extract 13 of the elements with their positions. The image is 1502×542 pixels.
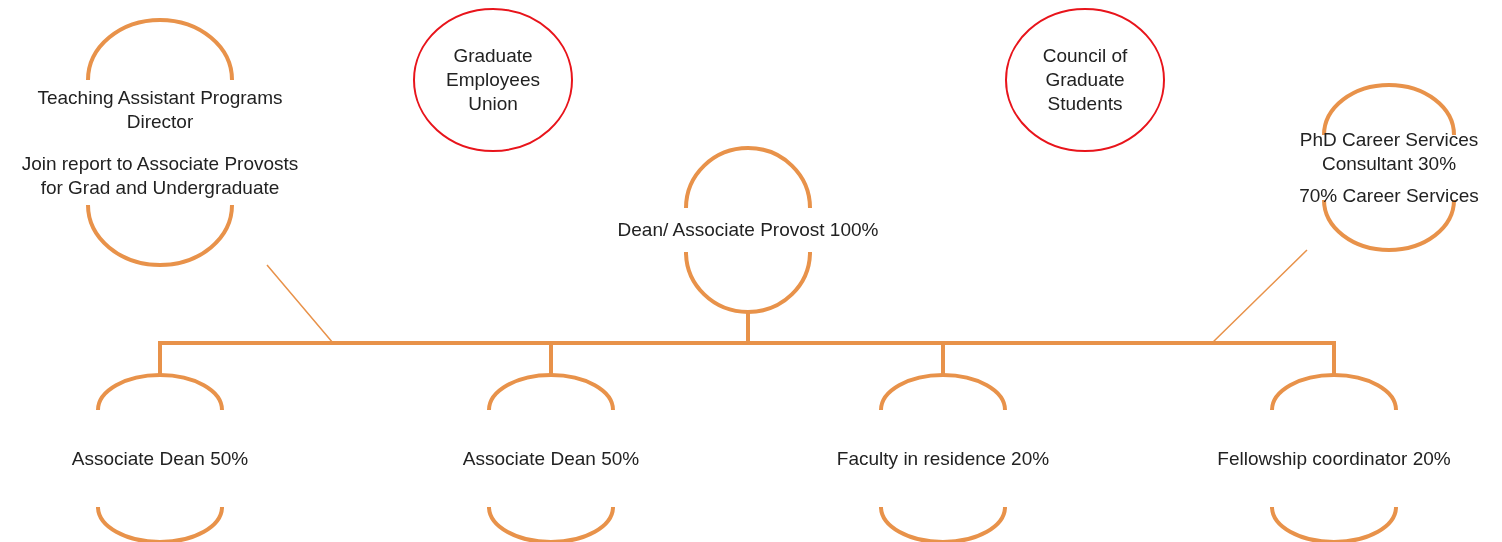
node-note: 70% Career Services — [1299, 183, 1479, 208]
node-title: Graduate Employees Union — [445, 44, 541, 116]
node-title: Fellowship coordinator 20% — [1217, 446, 1451, 471]
node-title: Council of Graduate Students — [1041, 44, 1129, 116]
node-title: PhD Career Services Consultant 30% — [1298, 127, 1480, 176]
connector-line — [266, 264, 749, 344]
connector-line — [747, 249, 1308, 344]
node-title: Associate Dean 50% — [71, 446, 249, 471]
node-title: Faculty in residence 20% — [836, 446, 1050, 471]
node-title: Teaching Assistant Programs Director — [36, 85, 284, 134]
node-title: Associate Dean 50% — [462, 446, 640, 471]
node-title: Dean/ Associate Provost 100% — [617, 218, 879, 242]
node-note: Join report to Associate Provosts for Grad and Undergraduate — [20, 151, 300, 200]
